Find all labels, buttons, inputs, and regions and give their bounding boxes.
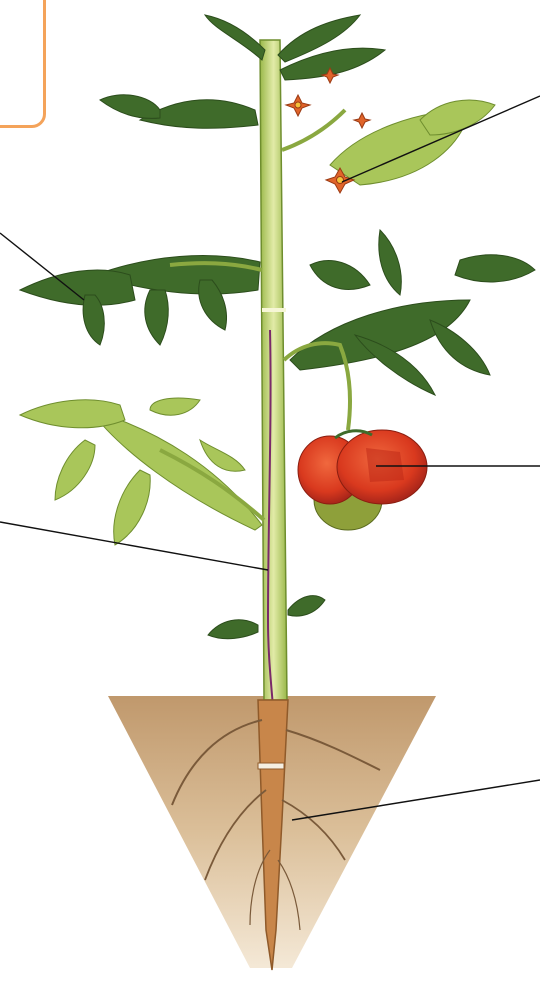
- leaf-cluster-right-mid: [290, 230, 535, 395]
- leaf-cluster-left-mid: [20, 256, 260, 345]
- fruit: [298, 430, 427, 530]
- flower-4: [354, 113, 370, 128]
- leaf-cluster-left-low: [20, 398, 262, 545]
- stem: [260, 40, 287, 720]
- leader-line-stem: [0, 522, 268, 570]
- flower-1: [286, 95, 310, 116]
- leaf-cluster-right-top: [330, 100, 495, 185]
